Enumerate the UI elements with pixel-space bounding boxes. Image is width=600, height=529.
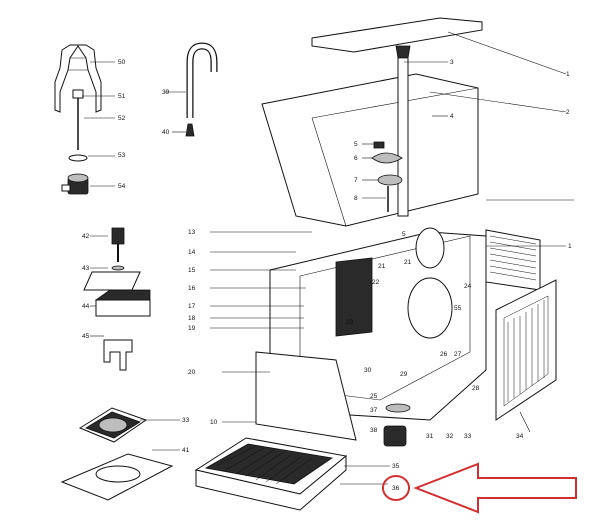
callout-51: 51 (118, 93, 126, 100)
callout-41: 41 (182, 447, 190, 454)
callout-17: 17 (188, 303, 196, 310)
callout-30: 30 (364, 367, 372, 374)
highlight-circle (382, 475, 410, 501)
callout-10: 10 (210, 419, 218, 426)
valve-assembly (54, 44, 102, 195)
grille-plate (60, 449, 180, 501)
callout-53: 53 (118, 152, 126, 159)
callout-27: 27 (454, 351, 462, 358)
callout-19: 19 (188, 325, 196, 332)
callout-16: 16 (188, 285, 196, 292)
callout-20: 20 (188, 369, 196, 376)
callout-35: 35 (392, 463, 400, 470)
callout-32: 32 (446, 433, 454, 440)
callout-leaders-left-top (82, 61, 115, 187)
callout-34: 34 (516, 433, 524, 440)
callout-44: 44 (82, 303, 90, 310)
callout-3: 3 (450, 59, 454, 66)
fan-assembly (78, 407, 180, 443)
callout-13: 13 (188, 229, 196, 236)
auger-parts (362, 141, 403, 212)
callout-21-b: 21 (404, 259, 412, 266)
callout-18: 18 (188, 315, 196, 322)
callout-40: 40 (162, 129, 170, 136)
callout-7: 7 (354, 177, 358, 184)
callout-31: 31 (426, 433, 434, 440)
callout-2: 2 (566, 109, 570, 116)
callout-43: 43 (82, 265, 90, 272)
drip-tray-small (90, 289, 151, 317)
callout-4: 4 (450, 113, 454, 120)
callout-45: 45 (82, 333, 90, 340)
callout-1-grille: 1 (568, 243, 572, 250)
callout-29: 29 (400, 371, 408, 378)
callout-5-lower: 5 (402, 231, 406, 238)
callout-21-a: 21 (378, 263, 386, 270)
callout-37: 37 (370, 407, 378, 414)
highlight-annotation (382, 462, 577, 514)
bracket-part (90, 335, 133, 371)
side-grille-panel (495, 279, 557, 433)
callout-5: 5 (354, 141, 358, 148)
callout-23: 23 (346, 319, 354, 326)
callout-14: 14 (188, 249, 196, 256)
callout-36: 36 (392, 485, 400, 492)
rear-grille (485, 229, 541, 291)
callout-50: 50 (118, 59, 126, 66)
bowl-lid (311, 17, 567, 75)
callout-25: 25 (370, 393, 378, 400)
callout-33-base: 33 (464, 433, 472, 440)
product-bowl (261, 45, 567, 227)
front-panel (222, 351, 357, 441)
stem-and-plate (83, 227, 141, 291)
callout-leaders-main (210, 199, 574, 329)
callout-26: 26 (440, 351, 448, 358)
callout-39: 39 (162, 89, 170, 96)
callout-38: 38 (370, 427, 378, 434)
callout-55: 55 (454, 305, 462, 312)
callout-15: 15 (188, 267, 196, 274)
drip-tray (194, 437, 390, 511)
callout-33-fan: 33 (182, 417, 190, 424)
callout-22: 22 (372, 279, 380, 286)
callout-labels: 50 51 52 53 54 39 40 42 43 44 45 33 41 1… (82, 59, 572, 492)
highlight-arrow (413, 462, 577, 514)
callout-28: 28 (472, 385, 480, 392)
tube-part (165, 42, 218, 137)
callout-52: 52 (118, 115, 126, 122)
lower-components (383, 227, 453, 447)
callout-6: 6 (354, 155, 358, 162)
callout-54: 54 (118, 183, 126, 190)
callout-42: 42 (82, 233, 90, 240)
callout-8: 8 (354, 195, 358, 202)
callout-24: 24 (464, 283, 472, 290)
callout-1-lid: 1 (566, 71, 570, 78)
